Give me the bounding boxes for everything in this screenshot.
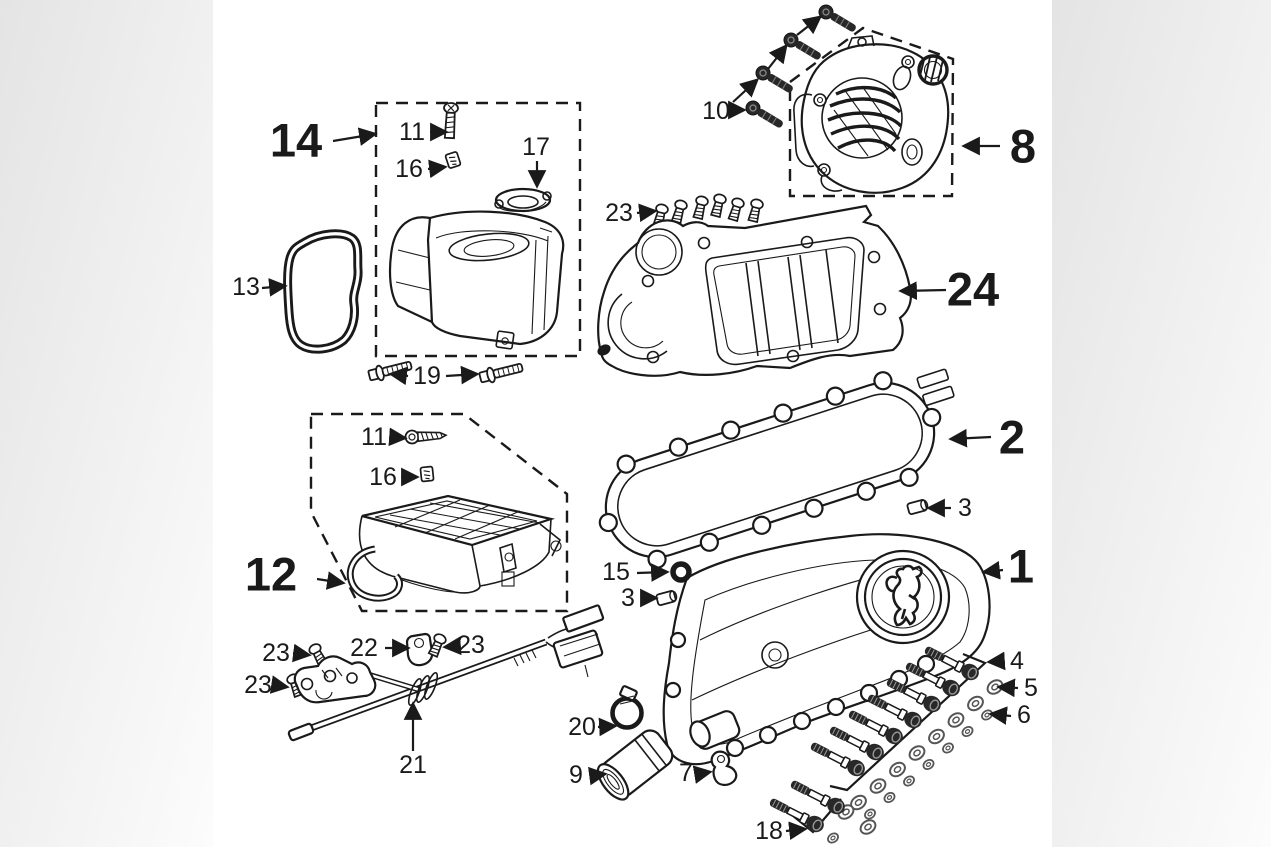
callout-label-20: 20 [568, 713, 596, 741]
cable-21 [287, 604, 605, 742]
peugeot-lion-emblem [855, 549, 951, 645]
callout-label-16-box12: 16 [369, 463, 397, 491]
callout-label-2: 2 [999, 411, 1025, 464]
callout-label-17: 17 [522, 133, 550, 161]
group-8-dashed-box [788, 26, 955, 198]
callout-label-18: 18 [755, 817, 783, 845]
callout-label-15: 15 [602, 558, 630, 586]
callout-label-6: 6 [1017, 701, 1031, 729]
cable-bracket [293, 655, 377, 704]
cable-connectors [545, 604, 605, 678]
oil-filler-cap [917, 54, 949, 86]
callout-label-12: 12 [245, 548, 297, 601]
gasket-2 [598, 368, 955, 569]
group-12-dashed-box [309, 412, 569, 613]
callout-label-1: 1 [1008, 540, 1034, 593]
callout-label-22: 22 [350, 634, 378, 662]
air-filter-housing-12 [346, 494, 562, 602]
callout-arrows [261, 15, 1019, 840]
cover-bottom-bosses [664, 631, 936, 758]
callout-label-3-lower: 3 [621, 584, 635, 612]
callout-label-13: 13 [232, 273, 260, 301]
left-gray-panel [0, 0, 213, 847]
clip-7 [710, 750, 738, 786]
callout-label-23-c: 23 [457, 631, 485, 659]
oring-15 [670, 561, 692, 583]
kickstart-boss [689, 710, 741, 750]
callout-label-7: 7 [679, 759, 693, 787]
callout-label-23-a: 23 [262, 639, 290, 667]
callout-label-11-box12: 11 [361, 423, 387, 451]
gasket-13 [283, 229, 363, 354]
callout-label-21: 21 [399, 751, 427, 779]
gasket-2-bolt-holes [598, 371, 942, 569]
hose-clamp-20 [610, 685, 644, 730]
callout-label-3-upper: 3 [958, 494, 972, 522]
gasket-24 [597, 204, 912, 377]
callout-label-23-row: 23 [605, 199, 633, 227]
callout-label-10: 10 [702, 97, 730, 125]
callout-label-4: 4 [1010, 647, 1024, 675]
callout-label-8: 8 [1010, 120, 1036, 173]
callout-label-19: 19 [413, 362, 441, 390]
cap-17 [494, 187, 552, 213]
callout-label-9: 9 [569, 761, 583, 789]
group-14-dashed-box [374, 101, 582, 358]
callout-label-23-b: 23 [244, 671, 272, 699]
callout-label-5: 5 [1024, 674, 1038, 702]
fan-cover-8 [793, 35, 950, 194]
right-gray-panel [1052, 0, 1271, 847]
callout-labels: 14 11 16 17 13 19 10 8 23 24 2 3 15 3 1 … [232, 97, 1038, 845]
callout-label-14: 14 [270, 114, 322, 167]
clip-16-box12 [419, 465, 435, 483]
callout-label-24: 24 [947, 263, 999, 316]
callout-label-16-top: 16 [395, 155, 423, 183]
cooling-shroud-14 [388, 210, 565, 350]
callout-label-11-top: 11 [399, 118, 425, 146]
clip-22 [405, 632, 434, 667]
